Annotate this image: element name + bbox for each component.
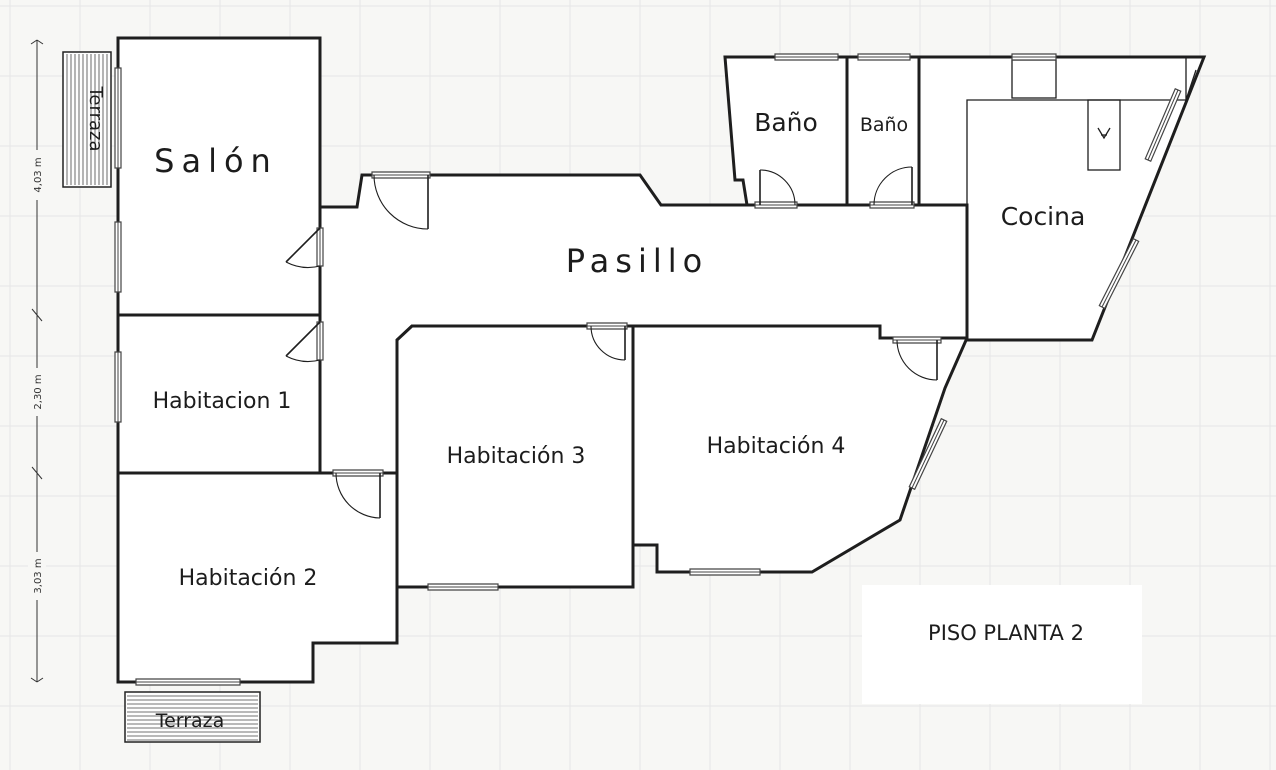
room-cocina	[917, 55, 1207, 342]
door	[759, 169, 796, 206]
window	[332, 469, 384, 477]
window	[892, 336, 942, 344]
window	[586, 322, 628, 330]
door	[373, 174, 429, 230]
label-salon: Salón	[154, 142, 278, 180]
window	[857, 53, 911, 61]
window	[135, 678, 241, 686]
window	[869, 201, 915, 209]
window	[1011, 53, 1057, 61]
window	[754, 201, 798, 209]
window	[774, 53, 839, 61]
plan-title: PISO PLANTA 2	[928, 621, 1084, 645]
window	[114, 351, 122, 423]
title-box	[862, 585, 1142, 704]
window	[689, 568, 761, 576]
stove-burner-icon	[1097, 127, 1111, 140]
terrace-bottom-label: Terraza	[155, 710, 225, 732]
terrace-top: Terraza	[62, 51, 112, 188]
dim-habitacion-1: 2,30 m	[33, 374, 44, 409]
door	[285, 321, 321, 362]
dim-salon: 4,03 m	[33, 157, 44, 192]
door	[285, 227, 321, 268]
window	[371, 171, 431, 179]
doors	[285, 166, 938, 519]
terrace-bottom: Terraza	[124, 691, 261, 743]
label-bano-2: Baño	[860, 114, 908, 136]
dimension-line: 4,03 m 2,30 m 3,03 m	[28, 39, 46, 683]
label-habitacion-3: Habitación 3	[447, 444, 586, 469]
windows	[114, 53, 1182, 686]
window	[316, 321, 324, 361]
label-cocina: Cocina	[1001, 202, 1086, 231]
window	[114, 67, 122, 169]
window	[1144, 88, 1182, 162]
label-habitacion-2: Habitación 2	[179, 566, 318, 591]
window	[316, 227, 324, 267]
label-bano-1: Baño	[754, 108, 818, 137]
dim-habitacion-2: 3,03 m	[33, 558, 44, 593]
door	[873, 166, 913, 206]
window	[427, 583, 499, 591]
door	[335, 472, 381, 519]
kitchen-stove	[1087, 99, 1121, 171]
room-habitacion-4	[631, 324, 970, 574]
label-pasillo: Pasillo	[566, 242, 708, 280]
window	[1098, 237, 1140, 310]
window	[908, 417, 948, 491]
door	[590, 325, 626, 361]
window	[114, 221, 122, 293]
kitchen-counter	[966, 57, 1197, 205]
label-habitacion-1: Habitacion 1	[153, 389, 292, 414]
label-habitacion-4: Habitación 4	[707, 434, 846, 459]
terrace-top-label: Terraza	[85, 85, 106, 151]
door	[896, 339, 938, 381]
